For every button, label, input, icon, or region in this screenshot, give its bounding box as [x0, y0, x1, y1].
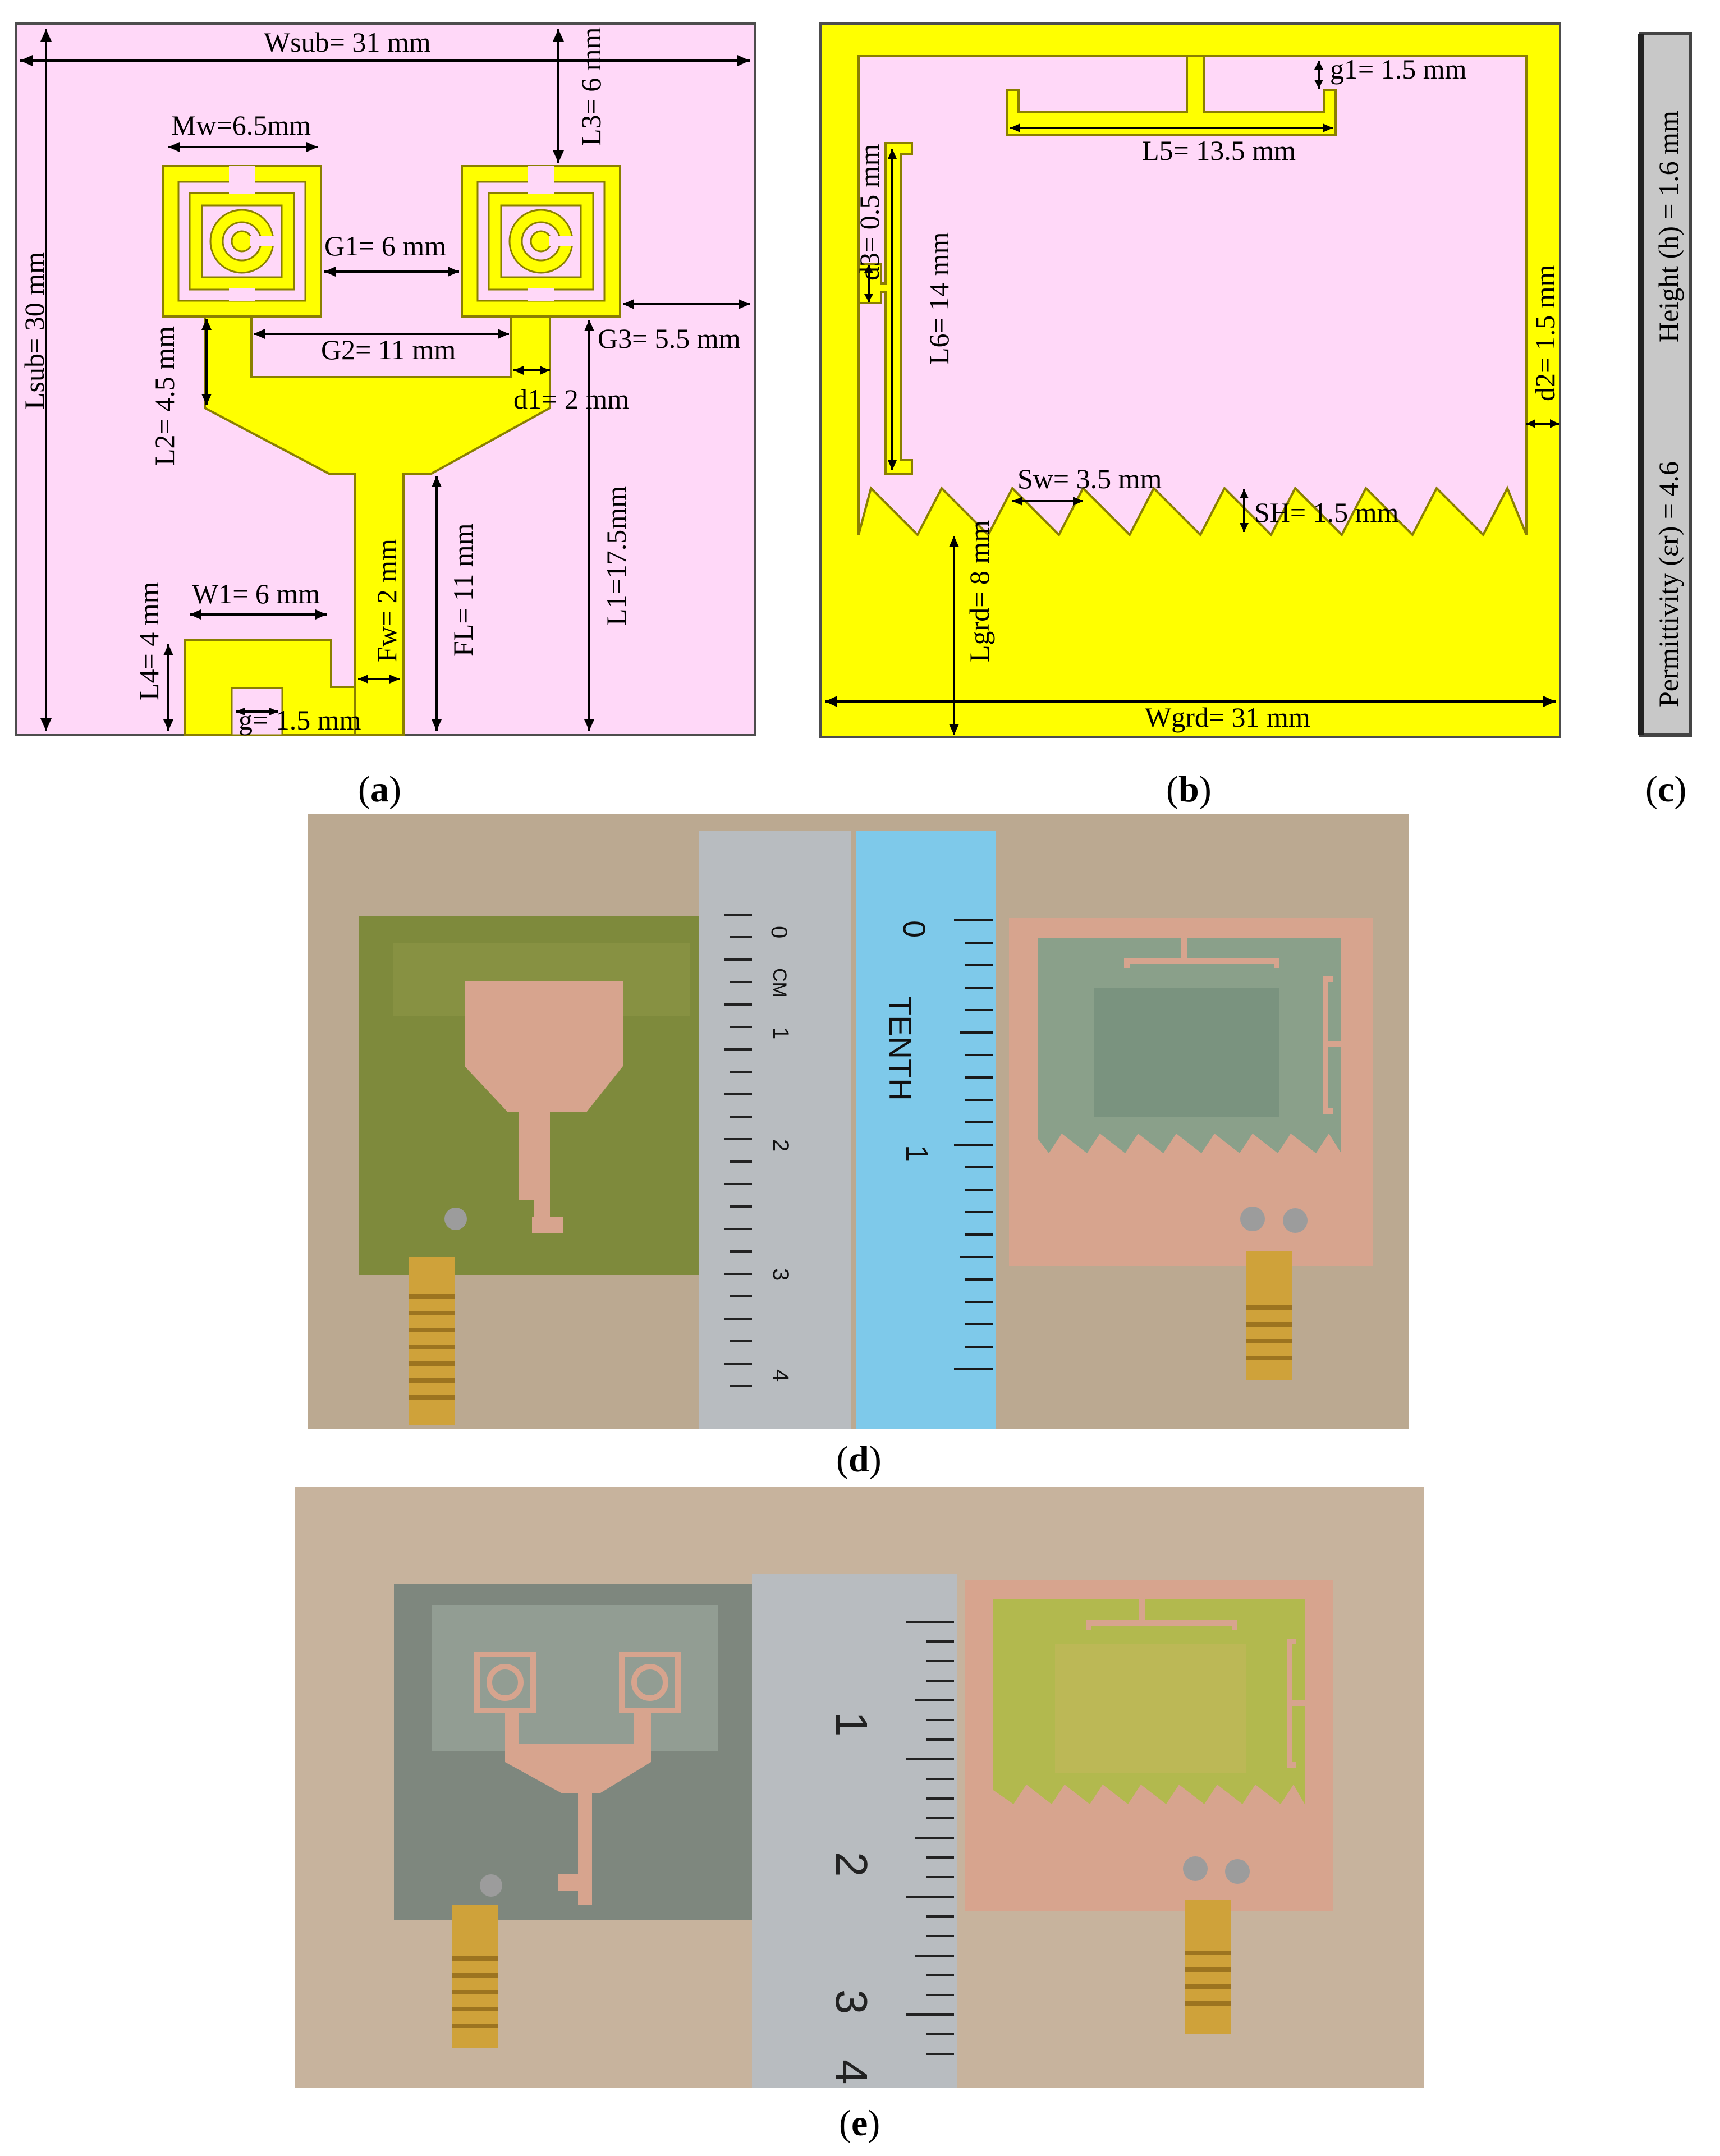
panel-a-l1-label: L1=17.5mm: [600, 486, 632, 626]
panel-a-right-srr-cell: [461, 165, 621, 318]
panel-c-side-view: Permittivity (εr) = 4.6 Height (h) = 1.6…: [1638, 32, 1692, 737]
panel-b-left-stub: [857, 142, 913, 475]
panel-a-arrowheads: [20, 29, 750, 731]
panel-d-sma-back: [1246, 1251, 1292, 1380]
panel-a-g2-label: G2= 11 mm: [321, 334, 456, 365]
panel-c-permittivity-label: Permittivity (εr) = 4.6: [1653, 461, 1684, 707]
panel-b-top-t-stub: [1006, 55, 1337, 136]
panel-e-ruler-4: 4: [827, 2059, 877, 2085]
panel-a-w1-label: W1= 6 mm: [192, 578, 320, 609]
panel-b-back-view: g1= 1.5 mm L5= 13.5 mm d3= 0.5 mm L6= 14…: [819, 22, 1561, 738]
panel-a-g1-label: G1= 6 mm: [324, 230, 446, 262]
panel-a-mw-label: Mw=6.5mm: [171, 109, 311, 141]
panel-b-lgrd-label: Lgrd= 8 mm: [964, 520, 995, 662]
panel-d-sma-front: [409, 1257, 455, 1425]
panel-e-steel-ruler-ticks: [906, 1621, 954, 2055]
caption-a: (a): [358, 769, 401, 810]
caption-c: (c): [1645, 769, 1686, 810]
panel-d-blue-ruler-1: 1: [900, 1145, 935, 1162]
panel-d-ruler-2: 2: [768, 1139, 793, 1152]
panel-e-ruler-1: 1: [827, 1712, 877, 1737]
panel-a-fl-label: FL= 11 mm: [447, 523, 479, 657]
panel-a-l3-label: L3= 6 mm: [575, 27, 607, 146]
caption-e: (e): [839, 2103, 880, 2144]
panel-e-ruler-3: 3: [827, 1989, 877, 2015]
panel-d-blue-ruler-ticks: [954, 919, 993, 1370]
panel-b-sw-label: Sw= 3.5 mm: [1017, 463, 1162, 494]
panel-a-wsub-label: Wsub= 31 mm: [264, 26, 431, 58]
panel-d-steel-ruler: [699, 831, 851, 1429]
panel-a-front-view: Wsub= 31 mm Lsub= 30 mm L3= 6 mm Mw=6.5m…: [15, 22, 756, 736]
panel-a-left-srr-cell: [162, 165, 322, 318]
panel-a-g-label: g= 1.5 mm: [238, 704, 361, 736]
panel-b-l6-label: L6= 14 mm: [923, 232, 955, 365]
panel-a-feed-network: [204, 311, 551, 736]
panel-b-d3-label: d3= 0.5 mm: [854, 144, 885, 281]
panel-a-lsub-label: Lsub= 30 mm: [19, 252, 50, 410]
panel-d-ruler-1: 1: [768, 1027, 793, 1039]
panel-e-ruler-2: 2: [827, 1852, 877, 1877]
panel-b-g1-label: g1= 1.5 mm: [1330, 53, 1467, 85]
caption-d: (d): [836, 1439, 882, 1480]
panel-d-blue-ruler: [856, 831, 996, 1429]
panel-b-d2-label: d2= 1.5 mm: [1529, 264, 1561, 401]
panel-b-wgrd-label: Wgrd= 31 mm: [1145, 701, 1310, 733]
panel-a-l2-label: L2= 4.5 mm: [149, 326, 180, 466]
panel-a-l4-label: L4= 4 mm: [133, 581, 164, 700]
panel-b-arrowheads: [825, 61, 1559, 735]
panel-b-l5-label: L5= 13.5 mm: [1142, 135, 1296, 166]
panel-a-g3-label: G3= 5.5 mm: [598, 323, 741, 354]
panel-d-photo: 0 CM 1 2 3 4 0 TENTH 1: [308, 814, 1409, 1429]
panel-d-steel-ruler-ticks: [724, 914, 752, 1387]
panel-c-height-label: Height (h) = 1.6 mm: [1653, 111, 1684, 342]
panel-e-front-feed-network: [505, 1710, 651, 1905]
panel-e-photo: 1 2 3 4: [295, 1487, 1424, 2088]
panel-d-blue-ruler-0: 0: [897, 920, 932, 938]
panel-b-etched-substrate-region: [857, 55, 1528, 537]
panel-e-sma-back: [1185, 1900, 1231, 2034]
panel-b-sh-label: SH= 1.5 mm: [1254, 497, 1399, 528]
caption-b: (b): [1166, 769, 1212, 810]
panel-d-ruler-0: 0: [767, 926, 791, 938]
panel-a-fw-label: Fw= 2 mm: [371, 539, 402, 662]
panel-d-ruler-3: 3: [768, 1268, 793, 1281]
panel-a-dimension-lines: [20, 29, 750, 731]
panel-d-ruler-cm: CM: [769, 968, 790, 998]
panel-d-blue-ruler-tenth: TENTH: [883, 996, 918, 1101]
captions-row-1: (a) (b) (c): [358, 769, 1686, 810]
panel-c-substrate-side: [1639, 32, 1692, 737]
panel-e-steel-ruler: [752, 1574, 957, 2088]
panel-d-front-patch: [465, 981, 623, 1233]
panel-a-d1-label: d1= 2 mm: [513, 383, 629, 415]
panel-d-ruler-4: 4: [768, 1369, 793, 1382]
